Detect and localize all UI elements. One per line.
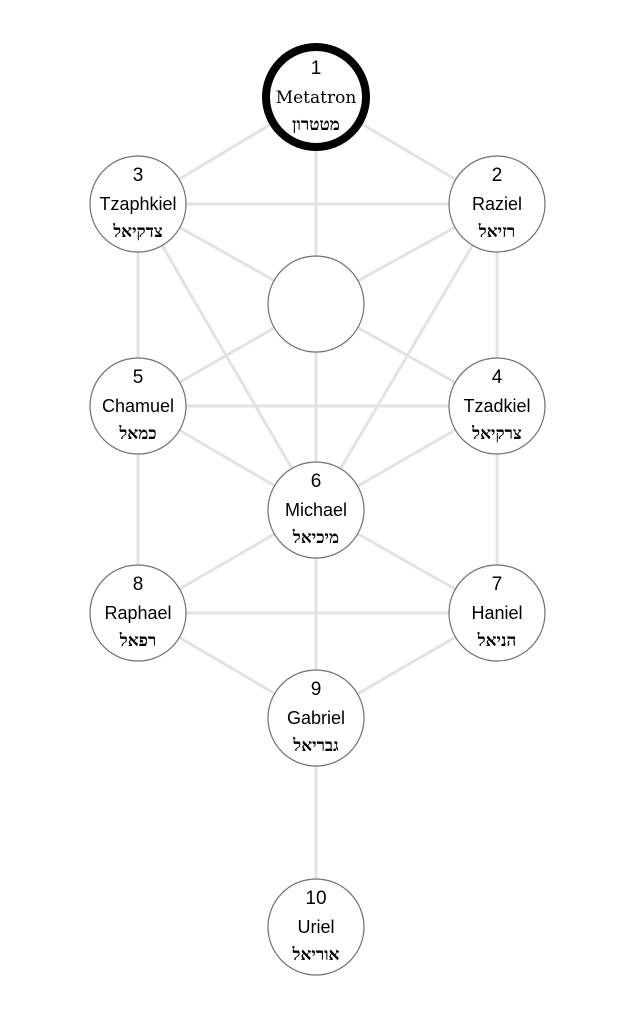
node-circle xyxy=(267,461,365,559)
node-number: 7 xyxy=(492,574,503,595)
node-number: 4 xyxy=(492,367,503,388)
node-number: 5 xyxy=(133,367,144,388)
edge-3-6 xyxy=(136,203,318,511)
node-name: Metatron xyxy=(276,88,357,108)
node-name: Uriel xyxy=(297,917,334,937)
node-circle xyxy=(89,564,187,662)
node-hebrew-name: רפאל xyxy=(119,631,156,651)
node-name: Chamuel xyxy=(102,396,174,416)
node-circle xyxy=(267,669,365,767)
node-name: Tzadkiel xyxy=(463,396,530,416)
node-circle xyxy=(267,878,365,976)
edge-2-6 xyxy=(314,203,499,511)
node-circle xyxy=(262,43,370,151)
node-name: Gabriel xyxy=(287,708,345,728)
node-hebrew-name: הניאל xyxy=(477,631,517,651)
node-name: Haniel xyxy=(471,603,522,623)
node-number: 9 xyxy=(311,679,322,700)
node-name: Raziel xyxy=(472,194,522,214)
node-circle xyxy=(448,155,546,253)
node-number: 2 xyxy=(492,165,503,186)
node-hebrew-name: צרקיאל xyxy=(471,424,522,444)
node-name: Tzaphkiel xyxy=(99,194,176,214)
node-number: 6 xyxy=(311,471,322,492)
node-hebrew-name: גבריאל xyxy=(292,736,339,756)
node-hebrew-name: אוריאל xyxy=(292,945,340,965)
node-circle xyxy=(448,357,546,455)
node-hebrew-name: מיכיאל xyxy=(292,528,339,548)
node-circle xyxy=(89,357,187,455)
node-hidden xyxy=(267,255,365,353)
node-circle xyxy=(267,255,365,353)
node-circle xyxy=(89,155,187,253)
node-hebrew-name: כמאל xyxy=(118,424,156,444)
node-number: 8 xyxy=(133,574,144,595)
node-number: 1 xyxy=(311,58,322,79)
node-number: 10 xyxy=(305,888,326,909)
node-circle xyxy=(448,564,546,662)
node-hebrew-name: מטטרון xyxy=(292,115,340,135)
node-hebrew-name: רזיאל xyxy=(478,222,515,242)
node-hebrew-name: צדקיאל xyxy=(112,222,163,242)
node-number: 3 xyxy=(133,165,144,186)
node-name: Michael xyxy=(285,500,347,520)
node-name: Raphael xyxy=(104,603,171,623)
